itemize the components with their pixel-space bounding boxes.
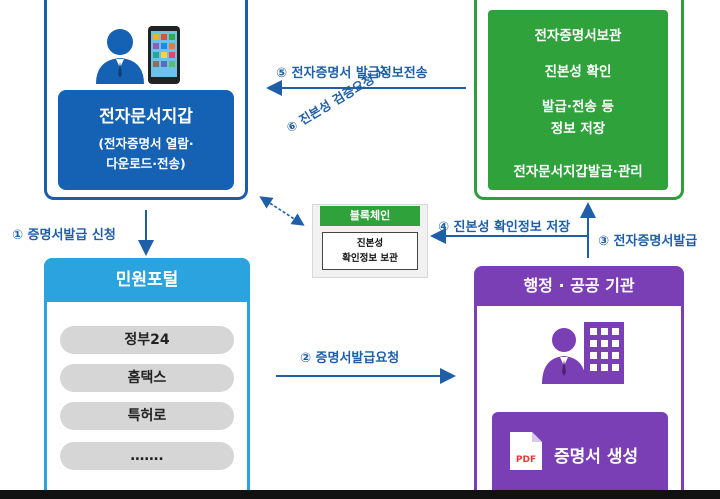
repo-line-info-b: 정보 저장 (550, 121, 606, 137)
pdf-label: PDF (516, 455, 536, 465)
flow-label-step5: ⑤ 전자증명서 발급정보전송 (276, 66, 428, 81)
portal-item[interactable]: 홈택스 (60, 364, 234, 392)
smartphone-icon (148, 26, 180, 84)
repo-line-info-a: 발급·전송 등 (542, 99, 614, 115)
blockchain-inner-line1: 진본성 (356, 238, 384, 249)
top-frame (0, 0, 720, 6)
blockchain-storage: 진본성 확인정보 보관 (322, 232, 418, 270)
portal-item[interactable]: ……. (60, 442, 234, 470)
building-icon (584, 322, 624, 384)
repository-panel: 전자증명서보관 진본성 확인 발급·전송 등 정보 저장 전자문서지갑발급·관리 (488, 10, 668, 190)
agency-illustration (542, 322, 624, 384)
flow-label-step4: ④ 진본성 확인정보 저장 (438, 220, 571, 235)
certificate-panel: PDF 증명서 생성 (492, 412, 668, 498)
repo-line-verify: 진본성 확인 (544, 64, 612, 80)
blockchain-inner-line2: 확인정보 보관 (342, 253, 398, 264)
repo-line-storage: 전자증명서보관 (534, 28, 622, 44)
certificate-label: 증명서 생성 (554, 447, 639, 467)
blockchain-title: 블록체인 (320, 206, 420, 226)
wallet-desc-line1: (전자증명서 열람· (98, 136, 194, 151)
repo-line-info: 발급·전송 등 정보 저장 (488, 96, 668, 140)
bottom-bar (0, 490, 720, 499)
wallet-description: (전자증명서 열람· 다운로드·전송) (58, 134, 234, 174)
pdf-icon: PDF (510, 432, 542, 470)
repo-line-wallet-manage: 전자문서지갑발급·관리 (513, 164, 643, 180)
wallet-panel: 전자문서지갑 (전자증명서 열람· 다운로드·전송) (58, 90, 234, 190)
flow-label-step1: ① 증명서발급 신청 (12, 228, 116, 243)
person-icon (542, 328, 586, 384)
portal-title: 민원포털 (44, 258, 250, 302)
wallet-illustration (96, 26, 180, 84)
wallet-desc-line2: 다운로드·전송) (106, 156, 186, 171)
agency-title: 행정 · 공공 기관 (474, 266, 684, 306)
flow-label-step3: ③ 전자증명서발급 (598, 234, 698, 249)
wallet-title: 전자문서지갑 (99, 107, 193, 127)
portal-item[interactable]: 정부24 (60, 326, 234, 354)
portal-item[interactable]: 특허로 (60, 402, 234, 430)
arrow-step6 (259, 196, 305, 226)
flow-label-step2: ② 증명서발급요청 (300, 351, 400, 366)
person-icon (96, 29, 144, 84)
